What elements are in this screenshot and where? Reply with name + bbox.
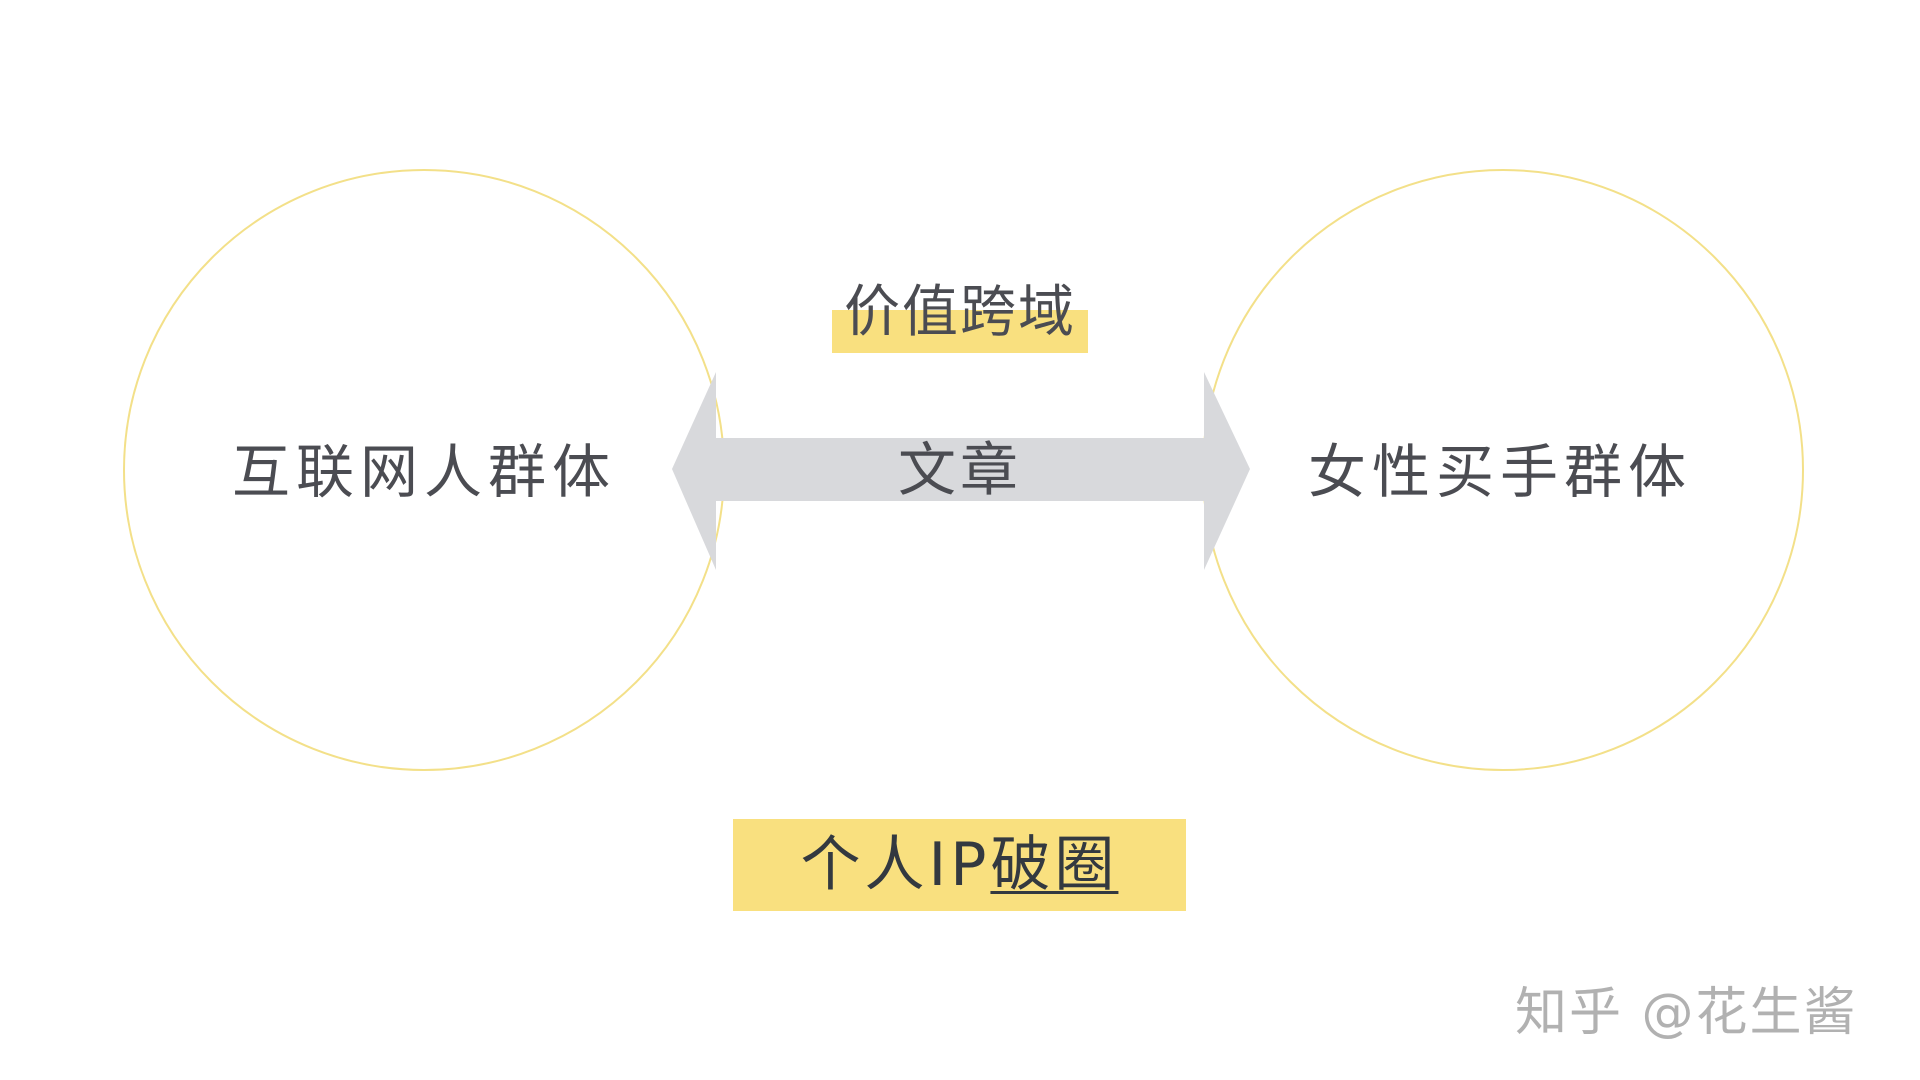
double-arrow xyxy=(672,372,1250,570)
top-label-highlight xyxy=(832,310,1088,353)
bottom-label-highlight xyxy=(733,819,1186,911)
bottom-label: 个人IP破圈 xyxy=(733,819,1186,911)
left-circle-label: 互联网人群体 xyxy=(231,438,616,506)
top-label: 价值跨域 xyxy=(844,280,1076,345)
arrow-label: 文章 xyxy=(897,436,1022,504)
bottom-label-underlined: 破圈 xyxy=(990,830,1119,900)
watermark: 知乎 @花生酱 xyxy=(1515,983,1858,1043)
bottom-label-plain: 个人IP xyxy=(800,830,991,900)
right-circle-label: 女性买手群体 xyxy=(1307,438,1692,506)
